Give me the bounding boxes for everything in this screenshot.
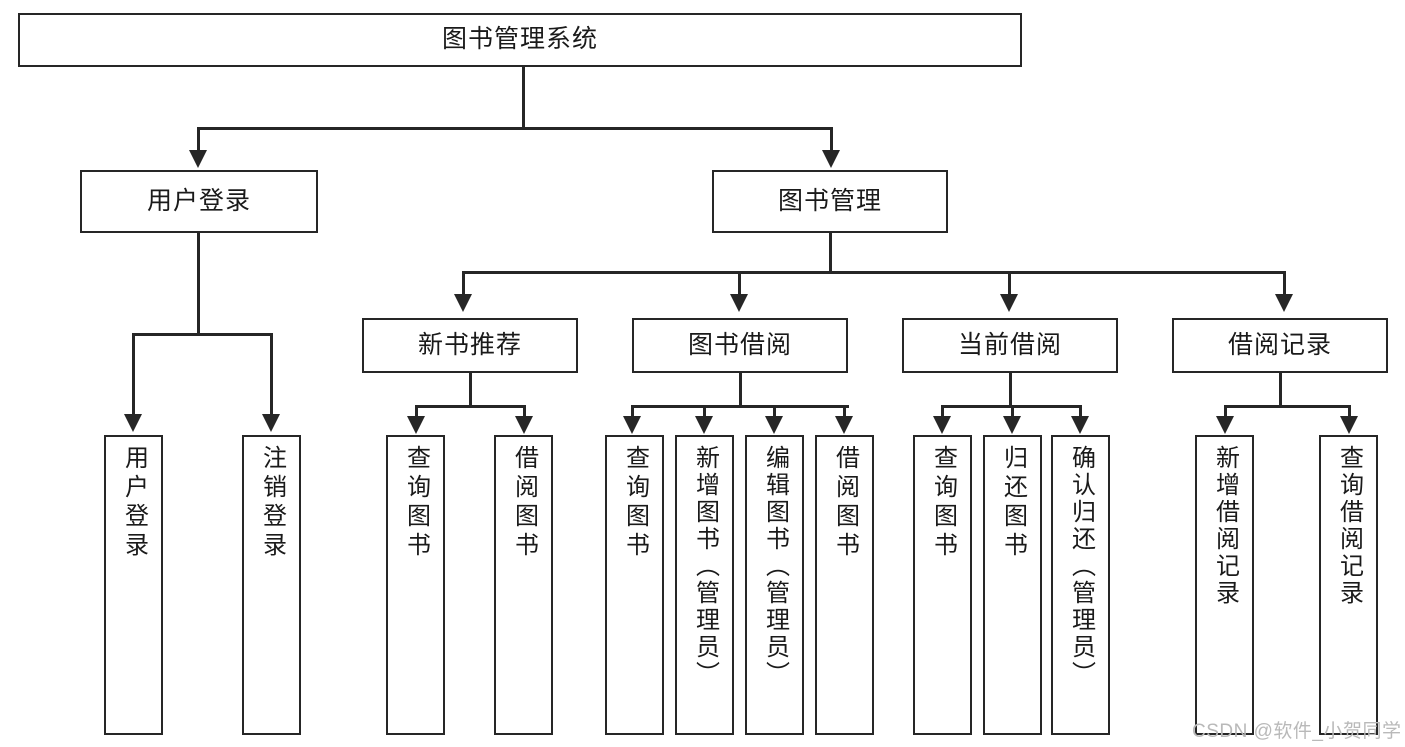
arrow-user-login-leaf-2 [262, 414, 280, 432]
leaf-confirm-return-label: 确认归还（管理员） [1067, 445, 1095, 688]
connector-bm-to-book-borrow [738, 271, 741, 297]
arrow-borrow-record-leaf-1 [1216, 416, 1234, 434]
leaf-query-book-2-label: 查询图书 [621, 445, 649, 561]
node-user-login[interactable]: 用户登录 [80, 170, 318, 233]
node-current-borrow[interactable]: 当前借阅 [902, 318, 1118, 373]
connector-user-login-bus [132, 333, 272, 336]
connector-current-borrow-stem [1009, 373, 1012, 407]
leaf-query-book-2[interactable]: 查询图书 [605, 435, 664, 735]
arrow-new-book-leaf-2 [515, 416, 533, 434]
leaf-user-login-label: 用户登录 [120, 445, 148, 561]
arrow-user-login-leaf-1 [124, 414, 142, 432]
connector-book-management-stem [829, 233, 832, 273]
node-book-management-label: 图书管理 [777, 186, 882, 215]
connector-current-borrow-leaf-1 [941, 405, 944, 417]
connector-book-borrow-leaf-1 [631, 405, 634, 417]
connector-new-book-leaf-1 [415, 405, 418, 417]
connector-book-management-bus [462, 271, 1286, 274]
leaf-user-login[interactable]: 用户登录 [104, 435, 163, 735]
arrow-bm-to-borrow-record [1275, 294, 1293, 312]
arrow-bm-to-new-book [454, 294, 472, 312]
arrow-root-to-book-management [822, 150, 840, 168]
arrow-current-borrow-leaf-2 [1003, 416, 1021, 434]
node-borrow-record-label: 借阅记录 [1227, 330, 1332, 359]
connector-root-stem [522, 67, 525, 129]
arrow-bm-to-current-borrow [1000, 294, 1018, 312]
arrow-root-to-user-login [189, 150, 207, 168]
connector-borrow-record-bus [1224, 405, 1350, 408]
connector-current-borrow-leaf-3 [1079, 405, 1082, 417]
connector-bm-to-current-borrow [1008, 271, 1011, 297]
leaf-add-record[interactable]: 新增借阅记录 [1195, 435, 1254, 735]
connector-borrow-record-stem [1279, 373, 1282, 407]
connector-bm-to-borrow-record [1283, 271, 1286, 297]
leaf-borrow-book-1[interactable]: 借阅图书 [494, 435, 553, 735]
connector-current-borrow-leaf-2 [1011, 405, 1014, 417]
connector-root-to-book-management [830, 127, 833, 153]
arrow-book-borrow-leaf-2 [695, 416, 713, 434]
connector-book-borrow-stem [739, 373, 742, 407]
connector-new-book-leaf-2 [523, 405, 526, 417]
leaf-query-book-1[interactable]: 查询图书 [386, 435, 445, 735]
leaf-return-book[interactable]: 归还图书 [983, 435, 1042, 735]
connector-borrow-record-leaf-2 [1348, 405, 1351, 417]
connector-book-borrow-leaf-3 [773, 405, 776, 417]
connector-user-login-leaf-1 [132, 333, 135, 415]
leaf-logout[interactable]: 注销登录 [242, 435, 301, 735]
node-book-borrow-label: 图书借阅 [687, 330, 792, 359]
arrow-current-borrow-leaf-1 [933, 416, 951, 434]
leaf-borrow-book-1-label: 借阅图书 [510, 445, 538, 561]
connector-new-book-stem [469, 373, 472, 407]
leaf-add-book-label: 新增图书（管理员） [691, 445, 719, 688]
connector-user-login-leaf-2 [270, 333, 273, 415]
node-root-system[interactable]: 图书管理系统 [18, 13, 1022, 67]
arrow-book-borrow-leaf-4 [835, 416, 853, 434]
connector-bm-to-new-book [462, 271, 465, 297]
connector-root-bus [197, 127, 833, 130]
connector-root-to-user-login [197, 127, 200, 153]
node-new-book-recommend-label: 新书推荐 [417, 330, 522, 359]
leaf-add-record-label: 新增借阅记录 [1211, 445, 1239, 607]
leaf-edit-book-label: 编辑图书（管理员） [761, 445, 789, 688]
leaf-query-book-1-label: 查询图书 [402, 445, 430, 561]
leaf-query-book-3[interactable]: 查询图书 [913, 435, 972, 735]
leaf-borrow-book-2[interactable]: 借阅图书 [815, 435, 874, 735]
node-book-borrow[interactable]: 图书借阅 [632, 318, 848, 373]
arrow-current-borrow-leaf-3 [1071, 416, 1089, 434]
node-current-borrow-label: 当前借阅 [957, 330, 1062, 359]
leaf-edit-book[interactable]: 编辑图书（管理员） [745, 435, 804, 735]
connector-book-borrow-bus [631, 405, 849, 408]
arrow-new-book-leaf-1 [407, 416, 425, 434]
arrow-book-borrow-leaf-3 [765, 416, 783, 434]
connector-book-borrow-leaf-4 [843, 405, 846, 417]
arrow-borrow-record-leaf-2 [1340, 416, 1358, 434]
leaf-query-record[interactable]: 查询借阅记录 [1319, 435, 1378, 735]
node-root-label: 图书管理系统 [441, 25, 598, 54]
leaf-logout-label: 注销登录 [258, 445, 286, 561]
leaf-confirm-return[interactable]: 确认归还（管理员） [1051, 435, 1110, 735]
arrow-bm-to-book-borrow [730, 294, 748, 312]
arrow-book-borrow-leaf-1 [623, 416, 641, 434]
node-user-login-label: 用户登录 [146, 186, 251, 215]
connector-user-login-stem [197, 233, 200, 335]
node-book-management[interactable]: 图书管理 [712, 170, 948, 233]
node-borrow-record[interactable]: 借阅记录 [1172, 318, 1388, 373]
connector-new-book-bus [415, 405, 525, 408]
leaf-query-record-label: 查询借阅记录 [1335, 445, 1363, 607]
leaf-add-book[interactable]: 新增图书（管理员） [675, 435, 734, 735]
leaf-return-book-label: 归还图书 [999, 445, 1027, 561]
connector-borrow-record-leaf-1 [1224, 405, 1227, 417]
connector-book-borrow-leaf-2 [703, 405, 706, 417]
node-new-book-recommend[interactable]: 新书推荐 [362, 318, 578, 373]
leaf-query-book-3-label: 查询图书 [929, 445, 957, 561]
leaf-borrow-book-2-label: 借阅图书 [831, 445, 859, 561]
